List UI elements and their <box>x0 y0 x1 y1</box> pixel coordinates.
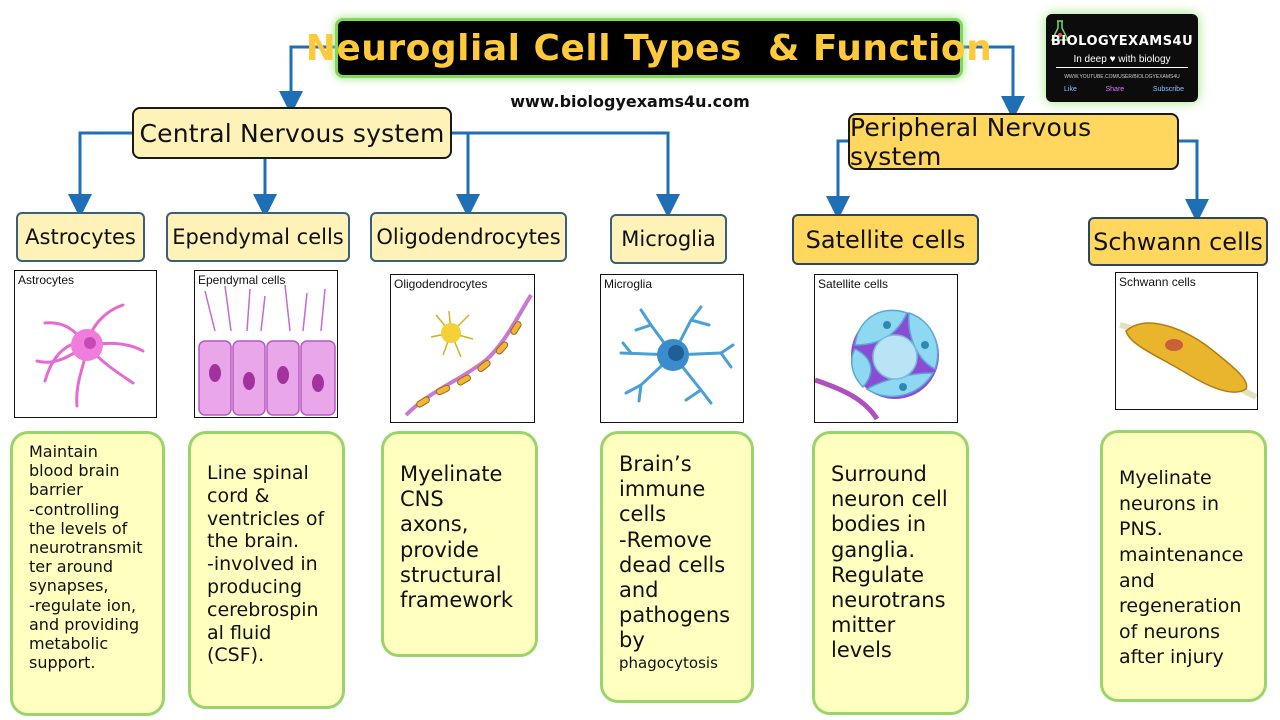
pns-box: Peripheral Nervous system <box>848 113 1179 171</box>
desc-astrocytes-text: Maintain blood brain barrier -controllin… <box>29 442 143 673</box>
arrow-pns-to-schwann <box>1179 139 1209 223</box>
logo-brand: BIOLOGYEXAMS4U <box>1050 34 1194 49</box>
caption-oligodendrocytes: Oligodendrocytes <box>394 277 488 291</box>
desc-ependymal-text: Line spinal cord & ventricles of the bra… <box>207 462 325 667</box>
desc-satellite-cells: Surround neuron cell bodies in ganglia. … <box>812 431 969 715</box>
desc-astrocytes: Maintain blood brain barrier -controllin… <box>10 431 165 716</box>
desc-microglia: Brain’s immune cells -Remove dead cells … <box>600 431 754 703</box>
label-satellite-cells: Satellite cells <box>792 214 979 265</box>
arrow-cns-to-oligodendrocytes <box>452 131 480 218</box>
label-schwann-cells: Schwann cells <box>1088 217 1268 266</box>
label-astrocytes: Astrocytes <box>16 212 145 262</box>
arrow-cns-to-microglia <box>452 131 680 218</box>
share-label[interactable]: Share <box>1105 86 1125 93</box>
caption-satellite-cells: Satellite cells <box>818 277 889 291</box>
logo-actions: Like Share Subscribe <box>1064 86 1184 93</box>
satellite-cell-illustration <box>815 309 939 421</box>
arrow-cns-to-astrocytes <box>68 131 132 218</box>
desc-schwann-cells: Myelinate neurons in PNS. maintenance an… <box>1100 430 1267 702</box>
desc-satellite-text: Surround neuron cell bodies in ganglia. … <box>831 462 948 663</box>
caption-microglia: Microglia <box>604 277 653 291</box>
title-banner: Neuroglial Cell Types & Function <box>306 18 992 78</box>
cns-box: Central Nervous system <box>132 107 452 159</box>
ependymal-illustration <box>198 284 336 416</box>
channel-logo[interactable]: BIOLOGYEXAMS4U In deep ♥ with biology WW… <box>1046 14 1198 102</box>
image-ependymal-cells: Ependymal cells <box>194 270 338 418</box>
oligodendrocyte-illustration <box>404 293 533 417</box>
image-oligodendrocytes: Oligodendrocytes <box>390 274 535 423</box>
astrocyte-illustration <box>35 303 145 408</box>
caption-ependymal-cells: Ependymal cells <box>198 273 286 287</box>
caption-astrocytes: Astrocytes <box>18 273 75 287</box>
like-label[interactable]: Like <box>1064 86 1077 93</box>
logo-url: WWW.YOUTUBE.COM/USER/BIOLOGYEXAMS4U <box>1064 74 1180 80</box>
arrow-title-to-pns <box>963 45 1025 120</box>
desc-ependymal-cells: Line spinal cord & ventricles of the bra… <box>188 431 345 709</box>
image-astrocytes: Astrocytes <box>14 270 157 418</box>
image-schwann-cells: Schwann cells <box>1115 272 1258 410</box>
arrow-title-to-cns <box>279 45 335 115</box>
label-microglia: Microglia <box>610 214 727 264</box>
flask-icon <box>1050 20 1070 41</box>
caption-schwann-cells: Schwann cells <box>1119 275 1196 289</box>
arrow-pns-to-satellite <box>826 139 850 220</box>
label-oligodendrocytes: Oligodendrocytes <box>370 212 567 262</box>
image-microglia: Microglia <box>600 274 744 423</box>
subscribe-label[interactable]: Subscribe <box>1152 86 1184 93</box>
image-satellite-cells: Satellite cells <box>814 274 958 423</box>
microglia-illustration <box>619 305 735 405</box>
desc-oligodendrocytes: Myelinate CNS axons, provide structural … <box>381 431 538 657</box>
desc-schwann-text: Myelinate neurons in PNS. maintenance an… <box>1119 467 1244 669</box>
schwann-cell-illustration <box>1119 322 1258 400</box>
desc-microglia-small: phagocytosis <box>619 653 718 672</box>
label-ependymal-cells: Ependymal cells <box>166 212 350 262</box>
desc-microglia-text: Brain’s immune cells -Remove dead cells … <box>619 452 731 653</box>
desc-oligodendrocytes-text: Myelinate CNS axons, provide structural … <box>400 462 514 612</box>
website-url[interactable]: www.biologyexams4u.com <box>510 92 750 111</box>
logo-tagline: In deep ♥ with biology <box>1073 54 1171 65</box>
logo-underline <box>1056 67 1188 68</box>
page-title: Neuroglial Cell Types & Function <box>305 27 993 69</box>
